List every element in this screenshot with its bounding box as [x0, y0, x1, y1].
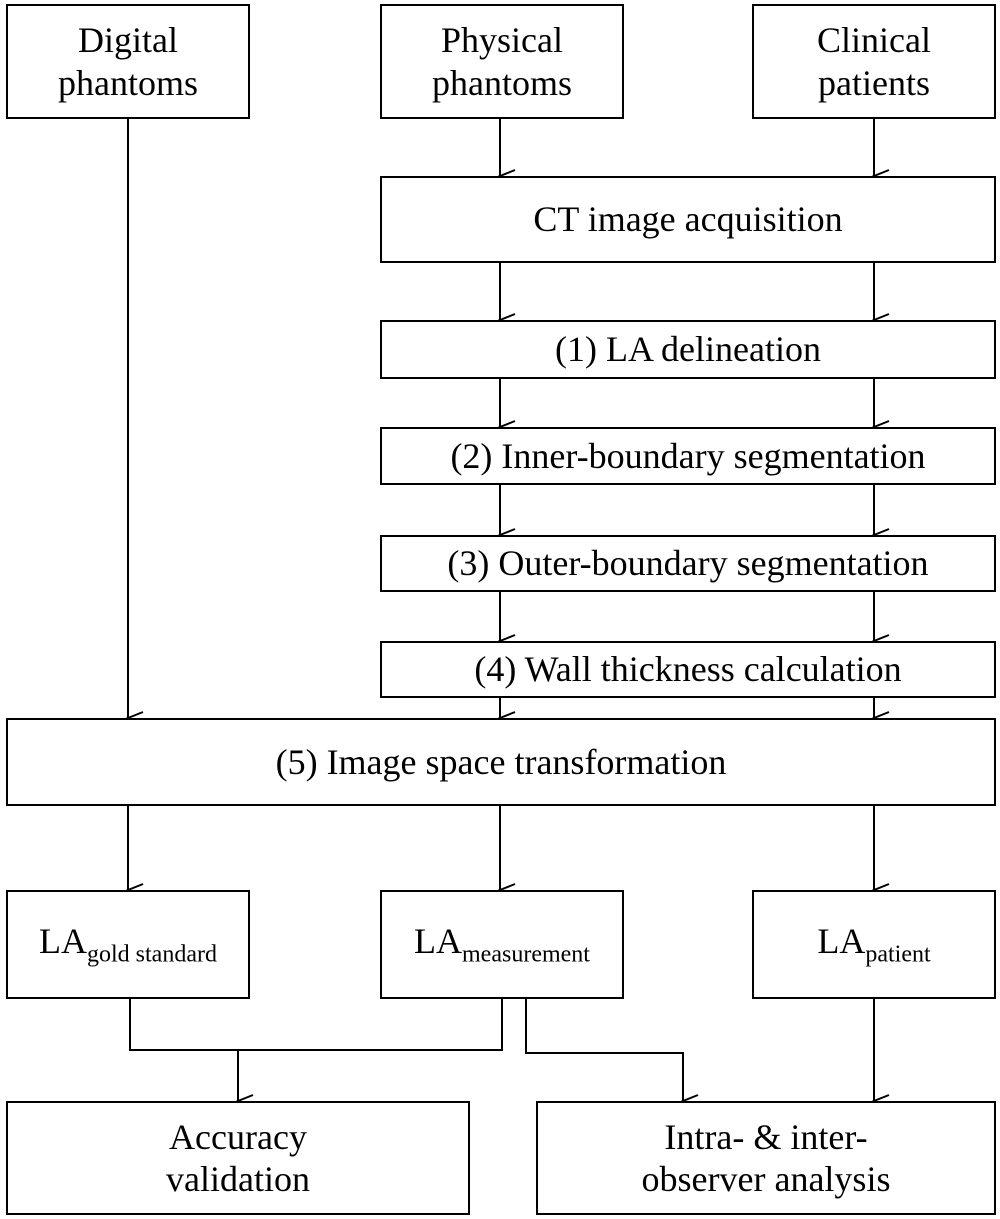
physical-phantoms-line-2: phantoms	[432, 62, 572, 103]
digital-phantoms-line-1: Digital	[78, 20, 178, 61]
accuracy-validation-line-1: Accuracy	[169, 1116, 307, 1157]
ct-acquisition-label: CT image acquisition	[533, 199, 843, 240]
wall-thickness-label: (4) Wall thickness calculation	[474, 649, 902, 690]
la-patient-subscript: patient	[865, 941, 931, 968]
observer-analysis-line-1: Intra- & inter-	[664, 1116, 868, 1157]
la-delineation-box: (1) LA delineation	[380, 320, 996, 379]
observer-analysis-line-2: observer analysis	[641, 1159, 891, 1199]
la-measurement-label: LAmeasurement	[414, 920, 590, 969]
image-space-transformation-label: (5) Image space transformation	[275, 741, 727, 782]
digital-phantoms-box: Digital phantoms	[6, 4, 250, 119]
image-space-transformation-box: (5) Image space transformation	[6, 718, 996, 806]
arrow-measurement-to-observer	[525, 998, 683, 1101]
wall-thickness-box: (4) Wall thickness calculation	[380, 641, 996, 698]
inner-boundary-box: (2) Inner-boundary segmentation	[380, 427, 996, 485]
la-patient-label: LApatient	[817, 920, 930, 969]
clinical-patients-line-1: Clinical	[817, 20, 931, 61]
observer-analysis-box: Intra- & inter- observer analysis	[536, 1101, 996, 1215]
la-gold-standard-base: LA	[39, 921, 87, 962]
clinical-patients-line-2: patients	[818, 62, 930, 103]
physical-phantoms-box: Physical phantoms	[380, 4, 624, 119]
ct-acquisition-box: CT image acquisition	[380, 176, 996, 263]
clinical-patients-box: Clinical patients	[752, 4, 996, 119]
la-patient-box: LApatient	[752, 890, 996, 999]
la-measurement-box: LAmeasurement	[380, 890, 624, 999]
la-gold-standard-label: LAgold standard	[39, 920, 217, 969]
la-patient-base: LA	[817, 921, 866, 962]
connector-gold-measurement-join	[129, 998, 503, 1051]
accuracy-validation-line-2: validation	[166, 1159, 310, 1199]
outer-boundary-label: (3) Outer-boundary segmentation	[447, 543, 929, 584]
accuracy-validation-box: Accuracy validation	[6, 1101, 470, 1215]
la-measurement-subscript: measurement	[462, 941, 590, 968]
physical-phantoms-line-1: Physical	[441, 20, 563, 61]
la-gold-standard-subscript: gold standard	[87, 941, 217, 968]
la-measurement-base: LA	[414, 921, 463, 962]
digital-phantoms-line-2: phantoms	[58, 62, 198, 103]
la-delineation-label: (1) LA delineation	[555, 329, 821, 370]
inner-boundary-label: (2) Inner-boundary segmentation	[450, 435, 926, 476]
outer-boundary-box: (3) Outer-boundary segmentation	[380, 535, 996, 592]
la-gold-standard-box: LAgold standard	[6, 890, 250, 999]
